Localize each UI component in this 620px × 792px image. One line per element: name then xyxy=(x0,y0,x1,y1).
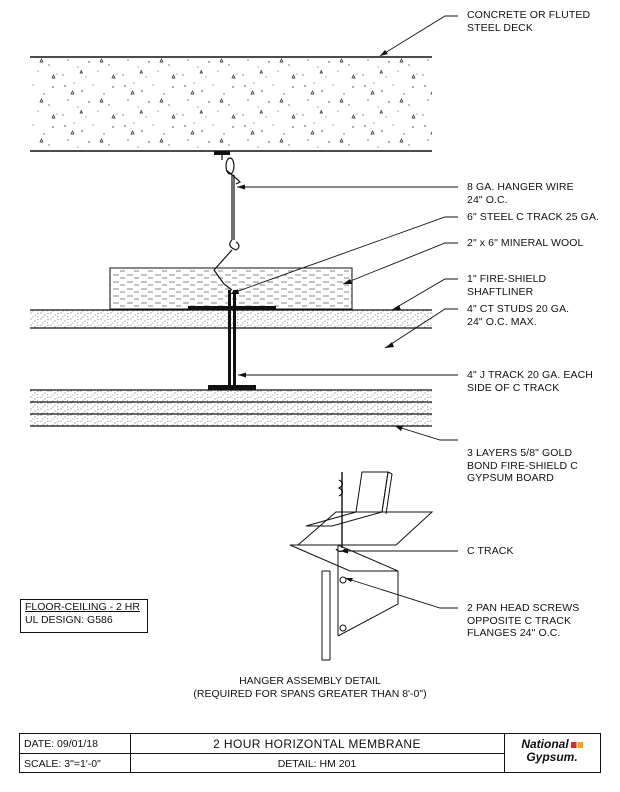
leader-arrowheads xyxy=(230,50,403,582)
gypsum-layers xyxy=(30,389,432,427)
leader-lines xyxy=(229,15,458,609)
mineral-wool-label: 2" x 6" MINERAL WOOL xyxy=(467,237,584,249)
detail-number: DETAIL: HM 201 xyxy=(277,758,357,770)
ct-stud xyxy=(208,290,256,390)
date-field: DATE: 09/01/18 xyxy=(24,738,98,750)
hanger-assembly-detail xyxy=(289,471,434,661)
assembly-info-box: FLOOR-CEILING - 2 HR UL DESIGN: G586 xyxy=(20,599,148,633)
national-gypsum-logo: National Gypsum. xyxy=(512,738,592,764)
detail-caption: HANGER ASSEMBLY DETAIL (REQUIRED FOR SPA… xyxy=(193,675,427,700)
c-track-detail-label: C TRACK xyxy=(467,545,514,557)
concrete-deck xyxy=(30,56,432,152)
scale-field: SCALE: 3"=1'-0" xyxy=(24,758,101,770)
drawing-title: 2 HOUR HORIZONTAL MEMBRANE xyxy=(213,737,421,751)
ct-studs-label: 4" CT STUDS 20 GA.24" O.C. MAX. xyxy=(467,303,570,328)
c-track-top xyxy=(188,306,276,310)
assembly-rating: FLOOR-CEILING - 2 HR xyxy=(25,601,140,613)
title-block: DATE: 09/01/18 SCALE: 3"=1'-0" 2 HOUR HO… xyxy=(19,733,601,773)
ul-design: UL DESIGN: G586 xyxy=(25,614,113,626)
steel-c-track-label: 6" STEEL C TRACK 25 GA. xyxy=(467,211,600,223)
